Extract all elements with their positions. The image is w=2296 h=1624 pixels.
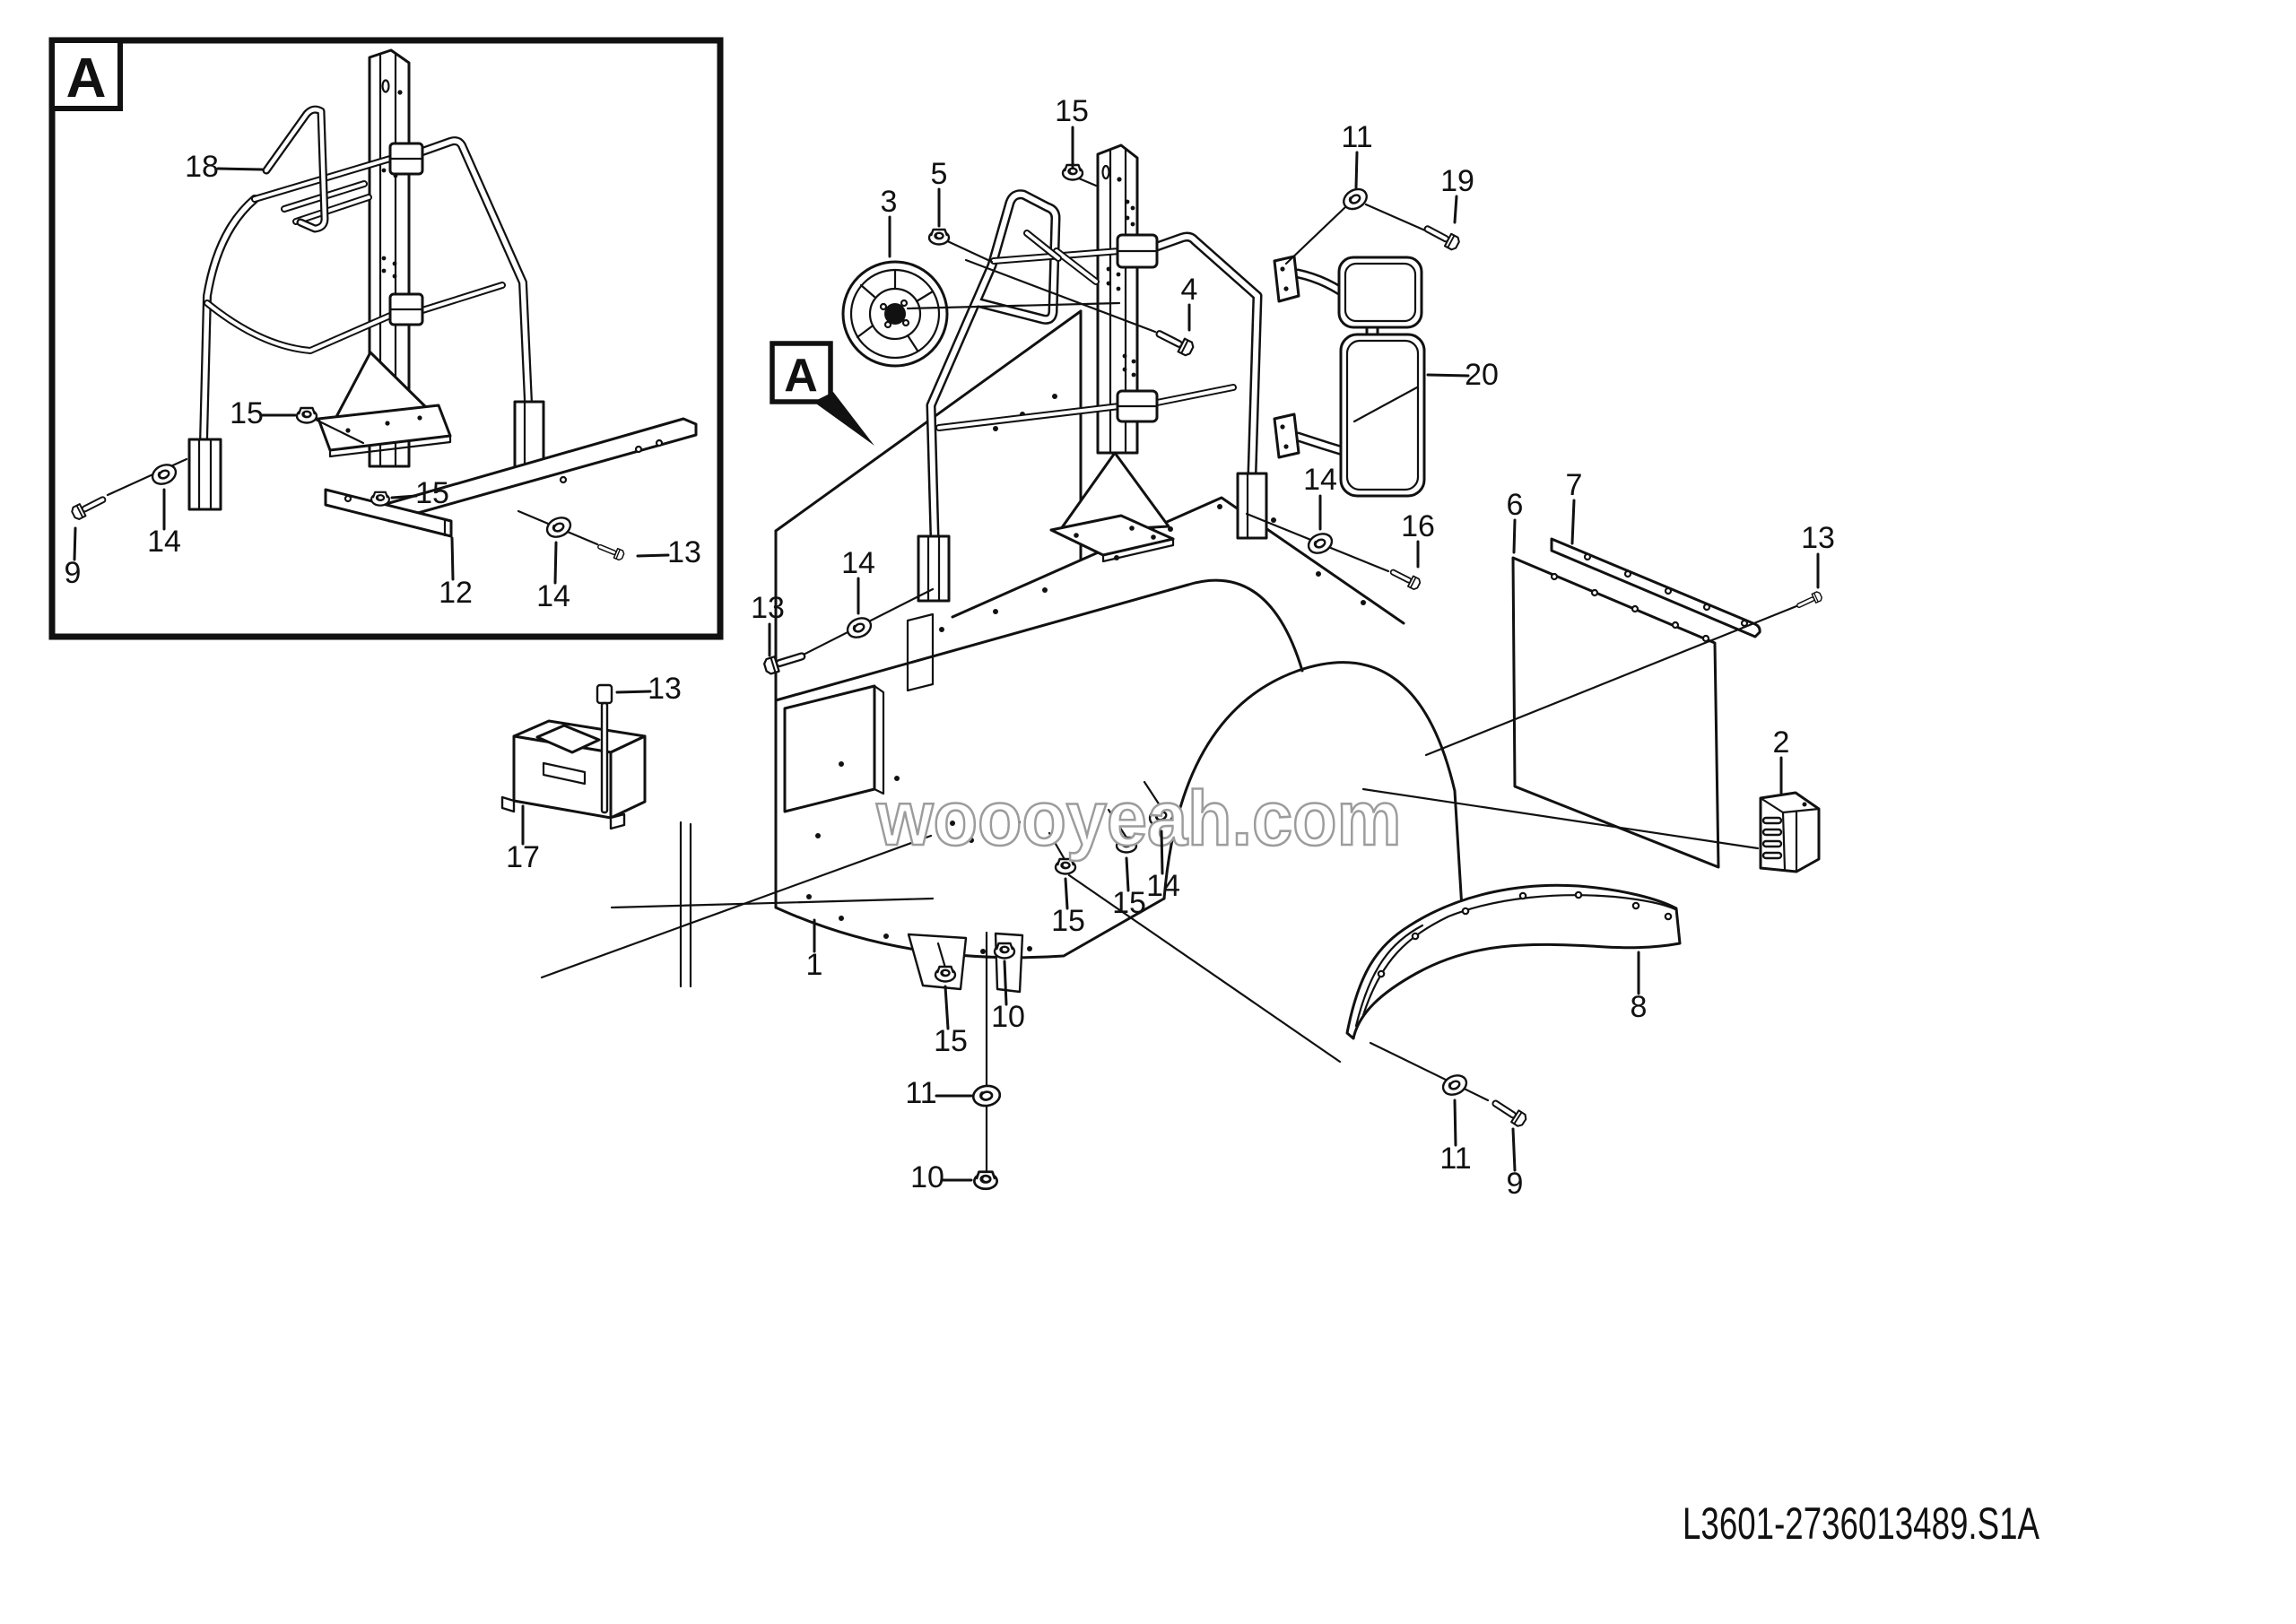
- callout-leader-line: [1512, 518, 1517, 554]
- inset-callout-13: 13: [667, 535, 701, 569]
- inset-callout-14: 14: [536, 579, 570, 613]
- part-13-bolt: [1794, 590, 1824, 612]
- main-view-label-callout: A: [770, 341, 874, 446]
- part-9-bolt: [69, 491, 109, 522]
- main-callout-11: 11: [905, 1076, 936, 1110]
- main-callout-9: 9: [1507, 1167, 1524, 1201]
- callout-leader-line: [944, 985, 950, 1030]
- main-callout-13: 13: [1801, 521, 1835, 555]
- inset-callout-18: 18: [185, 150, 219, 184]
- main-callout-19: 19: [1440, 164, 1474, 198]
- main-callout-5: 5: [931, 157, 948, 191]
- callout-leader-line: [553, 541, 558, 585]
- part-13-bolt: [596, 683, 613, 814]
- inset-view-label: A: [66, 48, 107, 109]
- main-callout-4: 4: [1181, 273, 1198, 307]
- main-callout-16: 16: [1401, 509, 1435, 543]
- inset-callout-15: 15: [415, 476, 449, 510]
- main-callout-13: 13: [648, 672, 682, 706]
- part-14-washer: [1304, 529, 1336, 558]
- part-3-smv-emblem: [841, 260, 949, 368]
- callout-leader-line: [1354, 151, 1359, 189]
- part-6-cover-panel: [1511, 556, 1720, 869]
- part-17-bracket: [500, 719, 647, 830]
- main-callout-15: 15: [934, 1024, 968, 1058]
- main-callout-6: 6: [1507, 488, 1524, 522]
- main-callout-20: 20: [1465, 358, 1499, 392]
- main-callout-14: 14: [1146, 869, 1180, 903]
- main-callout-13: 13: [751, 591, 785, 625]
- main-callout-14: 14: [841, 546, 875, 580]
- callout-leader-line: [73, 526, 77, 561]
- part-19-bolt: [1421, 221, 1462, 252]
- part-7-retainer-strip: [1550, 537, 1761, 638]
- part-10-nut: [993, 942, 1016, 960]
- part-15-nut: [295, 406, 318, 424]
- callout-leader-line: [1125, 856, 1130, 892]
- part-rops-frame-main: [917, 143, 1268, 603]
- part-2-step-grille: [1759, 791, 1821, 873]
- main-view: A: [500, 143, 1824, 1191]
- callout-leader-line: [1453, 1099, 1457, 1147]
- part-20-mirror-assembly: [1273, 255, 1426, 498]
- callout-leader-line: [450, 536, 455, 581]
- part-number: L3601-2736013489.S1A: [1683, 1498, 2039, 1549]
- part-14-washer: [843, 613, 875, 642]
- main-callout-11: 11: [1341, 120, 1372, 154]
- callout-leader-line: [390, 494, 418, 499]
- main-view-label: A: [784, 350, 818, 402]
- main-callout-15: 15: [1051, 904, 1085, 938]
- callout-leader-line: [1003, 960, 1008, 1006]
- watermark: woooyeah.com: [876, 776, 1402, 862]
- part-12-stay-bars-inset: [324, 417, 698, 538]
- part-10-nut: [972, 1170, 999, 1191]
- main-callout-11: 11: [1439, 1142, 1471, 1176]
- main-callout-10: 10: [991, 1000, 1025, 1034]
- inset-detail-view: A: [48, 37, 724, 640]
- part-8-fender: [1345, 883, 1682, 1040]
- inset-callout-14: 14: [147, 525, 181, 559]
- part-5-nut: [927, 228, 951, 246]
- callout-leader-line: [1511, 1127, 1517, 1172]
- callout-leader-line: [1160, 829, 1164, 875]
- main-callout-17: 17: [506, 840, 540, 874]
- main-callout-10: 10: [910, 1160, 944, 1194]
- main-callout-15: 15: [1112, 886, 1146, 920]
- main-callout-2: 2: [1773, 725, 1790, 760]
- main-callout-8: 8: [1631, 990, 1648, 1024]
- part-11-washer: [970, 1082, 1003, 1109]
- part-9-bolt: [1488, 1095, 1529, 1129]
- inset-callout-15: 15: [230, 396, 264, 430]
- main-callout-14: 14: [1303, 463, 1337, 497]
- callout-leader-line: [1426, 373, 1470, 378]
- inset-view-label-box: [49, 38, 123, 111]
- part-15-nut: [934, 965, 957, 983]
- inset-callout-12: 12: [439, 576, 473, 610]
- callout-leader-line: [1570, 499, 1576, 545]
- part-13-bolt: [596, 541, 626, 562]
- callout-leader-line: [1064, 877, 1069, 910]
- callout-leader-line: [615, 690, 652, 694]
- main-callout-15: 15: [1055, 94, 1089, 128]
- main-callout-3: 3: [881, 185, 898, 219]
- part-16-bolt: [1387, 565, 1422, 592]
- part-14-washer: [543, 513, 575, 542]
- callout-leader-line: [1453, 195, 1458, 224]
- part-15-nut: [370, 491, 390, 507]
- inset-callout-9: 9: [65, 556, 82, 590]
- callout-leader-line: [636, 553, 670, 558]
- fasteners: [596, 163, 1824, 1191]
- main-callout-1: 1: [806, 948, 823, 982]
- inset-border: [48, 37, 724, 640]
- part-rops-frame-inset: [187, 48, 545, 511]
- part-11-washer: [1439, 1071, 1471, 1099]
- main-callout-7: 7: [1566, 468, 1583, 502]
